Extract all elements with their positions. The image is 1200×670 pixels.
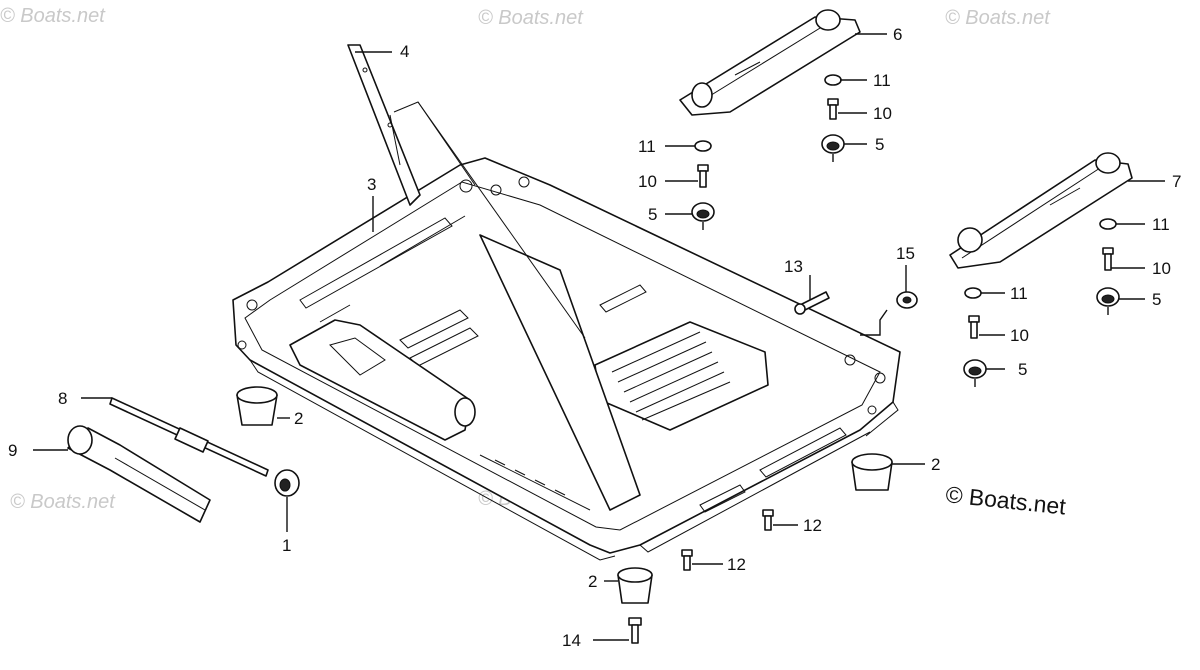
screw-13 [794, 291, 830, 315]
callout-12: 12 [803, 516, 822, 535]
watermark: © Boats.net [0, 5, 106, 27]
bolt-10 [1102, 247, 1114, 271]
nut-15 [896, 291, 918, 309]
callout-10: 10 [1010, 326, 1029, 345]
callout-7: 7 [1172, 172, 1181, 191]
callout-9: 9 [8, 441, 17, 460]
callout-5: 5 [875, 135, 884, 154]
callout-10: 10 [638, 172, 657, 191]
callout-11: 11 [638, 137, 656, 156]
callout-10: 10 [873, 104, 892, 123]
callout-12: 12 [727, 555, 746, 574]
callout-3: 3 [367, 175, 376, 194]
grommet-5 [1096, 287, 1120, 315]
part-strip-7 [949, 152, 1133, 269]
washer-11 [824, 74, 842, 86]
foot-2 [617, 567, 653, 604]
callout-11: 11 [1152, 215, 1170, 234]
callout-5: 5 [1018, 360, 1027, 379]
washer-11 [964, 287, 982, 299]
grommet-5 [963, 359, 987, 387]
callout-labels: 4 3 6 11 10 5 11 10 5 7 11 10 5 11 10 5 … [8, 25, 1181, 650]
callout-6: 6 [893, 25, 902, 44]
part-bracket-4 [347, 44, 586, 339]
bolt-10 [968, 315, 980, 339]
foot-2 [236, 386, 278, 426]
bolt-10 [697, 164, 709, 188]
bolt-14 [628, 617, 642, 644]
callout-14: 14 [562, 631, 581, 650]
rod-8 [109, 397, 269, 477]
watermark: © Boats.net [478, 7, 584, 29]
washer-11 [1099, 218, 1117, 230]
callout-2: 2 [588, 572, 597, 591]
bolt-10 [827, 98, 839, 120]
foot-2 [851, 453, 893, 491]
callout-2: 2 [931, 455, 940, 474]
callout-5: 5 [648, 205, 657, 224]
grommet-5 [821, 134, 845, 162]
watermark: © Boats.net [10, 491, 116, 513]
callout-11: 11 [873, 71, 891, 90]
callout-11: 11 [1010, 284, 1028, 303]
callout-8: 8 [58, 389, 67, 408]
copyright-text: © Boats.net [944, 481, 1067, 520]
callout-4: 4 [400, 42, 409, 61]
washer-11 [694, 140, 712, 152]
handle-9 [67, 425, 211, 523]
callout-10: 10 [1152, 259, 1171, 278]
frame-assembly [232, 157, 901, 561]
callout-2: 2 [294, 409, 303, 428]
bolt-12 [762, 509, 774, 531]
bushing-1 [274, 469, 300, 497]
callout-1: 1 [282, 536, 291, 555]
bolt-12 [681, 549, 693, 571]
callout-5: 5 [1152, 290, 1161, 309]
grommet-5 [691, 202, 715, 230]
callout-15: 15 [896, 244, 915, 263]
callout-13: 13 [784, 257, 803, 276]
part-strip-6 [679, 9, 861, 116]
watermark: © Boats.net [945, 7, 1051, 29]
leader-lines [33, 33, 1165, 641]
